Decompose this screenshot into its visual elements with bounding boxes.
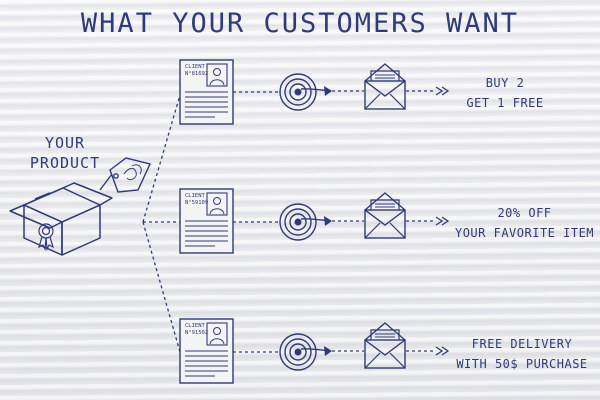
client-card-2: CLIENT N°59109 bbox=[179, 188, 234, 254]
offer-label-3: FREE DELIVERY WITH 50$ PURCHASE bbox=[452, 334, 592, 374]
offer-label-1: BUY 2 GET 1 FREE bbox=[450, 73, 560, 113]
product-label: YOUR PRODUCT bbox=[20, 133, 110, 173]
diagram-title: WHAT YOUR CUSTOMERS WANT bbox=[80, 8, 520, 39]
double-arrow-icon-1 bbox=[435, 86, 449, 96]
product-label-line1: YOUR bbox=[44, 134, 86, 152]
offer-3-line2: WITH 50$ PURCHASE bbox=[456, 357, 588, 371]
target-with-arrow-icon-1 bbox=[279, 73, 333, 111]
offer-3-line1: FREE DELIVERY bbox=[471, 337, 573, 351]
client-number-3: N°91502 bbox=[185, 330, 208, 336]
open-envelope-icon-3 bbox=[364, 322, 406, 369]
target-with-arrow-icon-2 bbox=[279, 203, 333, 241]
price-tag-icon bbox=[99, 157, 151, 193]
client-label-1: CLIENT bbox=[185, 64, 206, 70]
award-ribbon-icon bbox=[38, 223, 54, 252]
branch-lines bbox=[142, 94, 181, 353]
double-arrow-icon-2 bbox=[435, 216, 449, 226]
client-label-3: CLIENT bbox=[185, 323, 206, 329]
offer-1-line2: GET 1 FREE bbox=[466, 96, 544, 110]
client-card-1: CLIENT N°81692 bbox=[179, 59, 234, 125]
offer-label-2: 20% OFF YOUR FAVORITE ITEM bbox=[452, 203, 597, 243]
product-label-line2: PRODUCT bbox=[29, 154, 101, 172]
open-envelope-icon-2 bbox=[364, 192, 406, 239]
open-box-icon bbox=[9, 182, 113, 256]
offer-2-line1: 20% OFF bbox=[497, 206, 552, 220]
client-card-3: CLIENT N°91502 bbox=[179, 318, 234, 384]
double-arrow-icon-3 bbox=[435, 346, 449, 356]
target-with-arrow-icon-3 bbox=[279, 333, 333, 371]
client-number-2: N°59109 bbox=[185, 200, 208, 206]
offer-2-line2: YOUR FAVORITE ITEM bbox=[454, 226, 595, 240]
client-label-2: CLIENT bbox=[185, 193, 206, 199]
client-number-1: N°81692 bbox=[185, 71, 208, 77]
offer-1-line1: BUY 2 bbox=[485, 76, 525, 90]
open-envelope-icon-1 bbox=[364, 63, 406, 110]
